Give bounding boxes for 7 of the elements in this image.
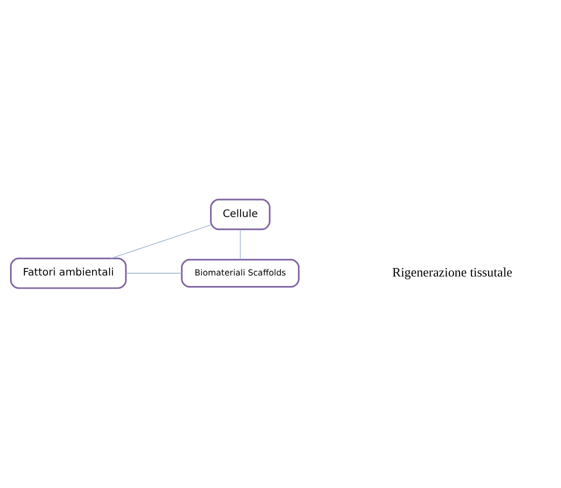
node-box: Biomateriali Scaffolds [180,258,300,288]
connector [126,272,182,274]
label: Rigenerazione tissutale [392,264,512,279]
node-box: Cellule [210,198,270,230]
connector [110,224,212,258]
node-box: Fattori ambientali [10,257,127,288]
connector [240,228,241,260]
